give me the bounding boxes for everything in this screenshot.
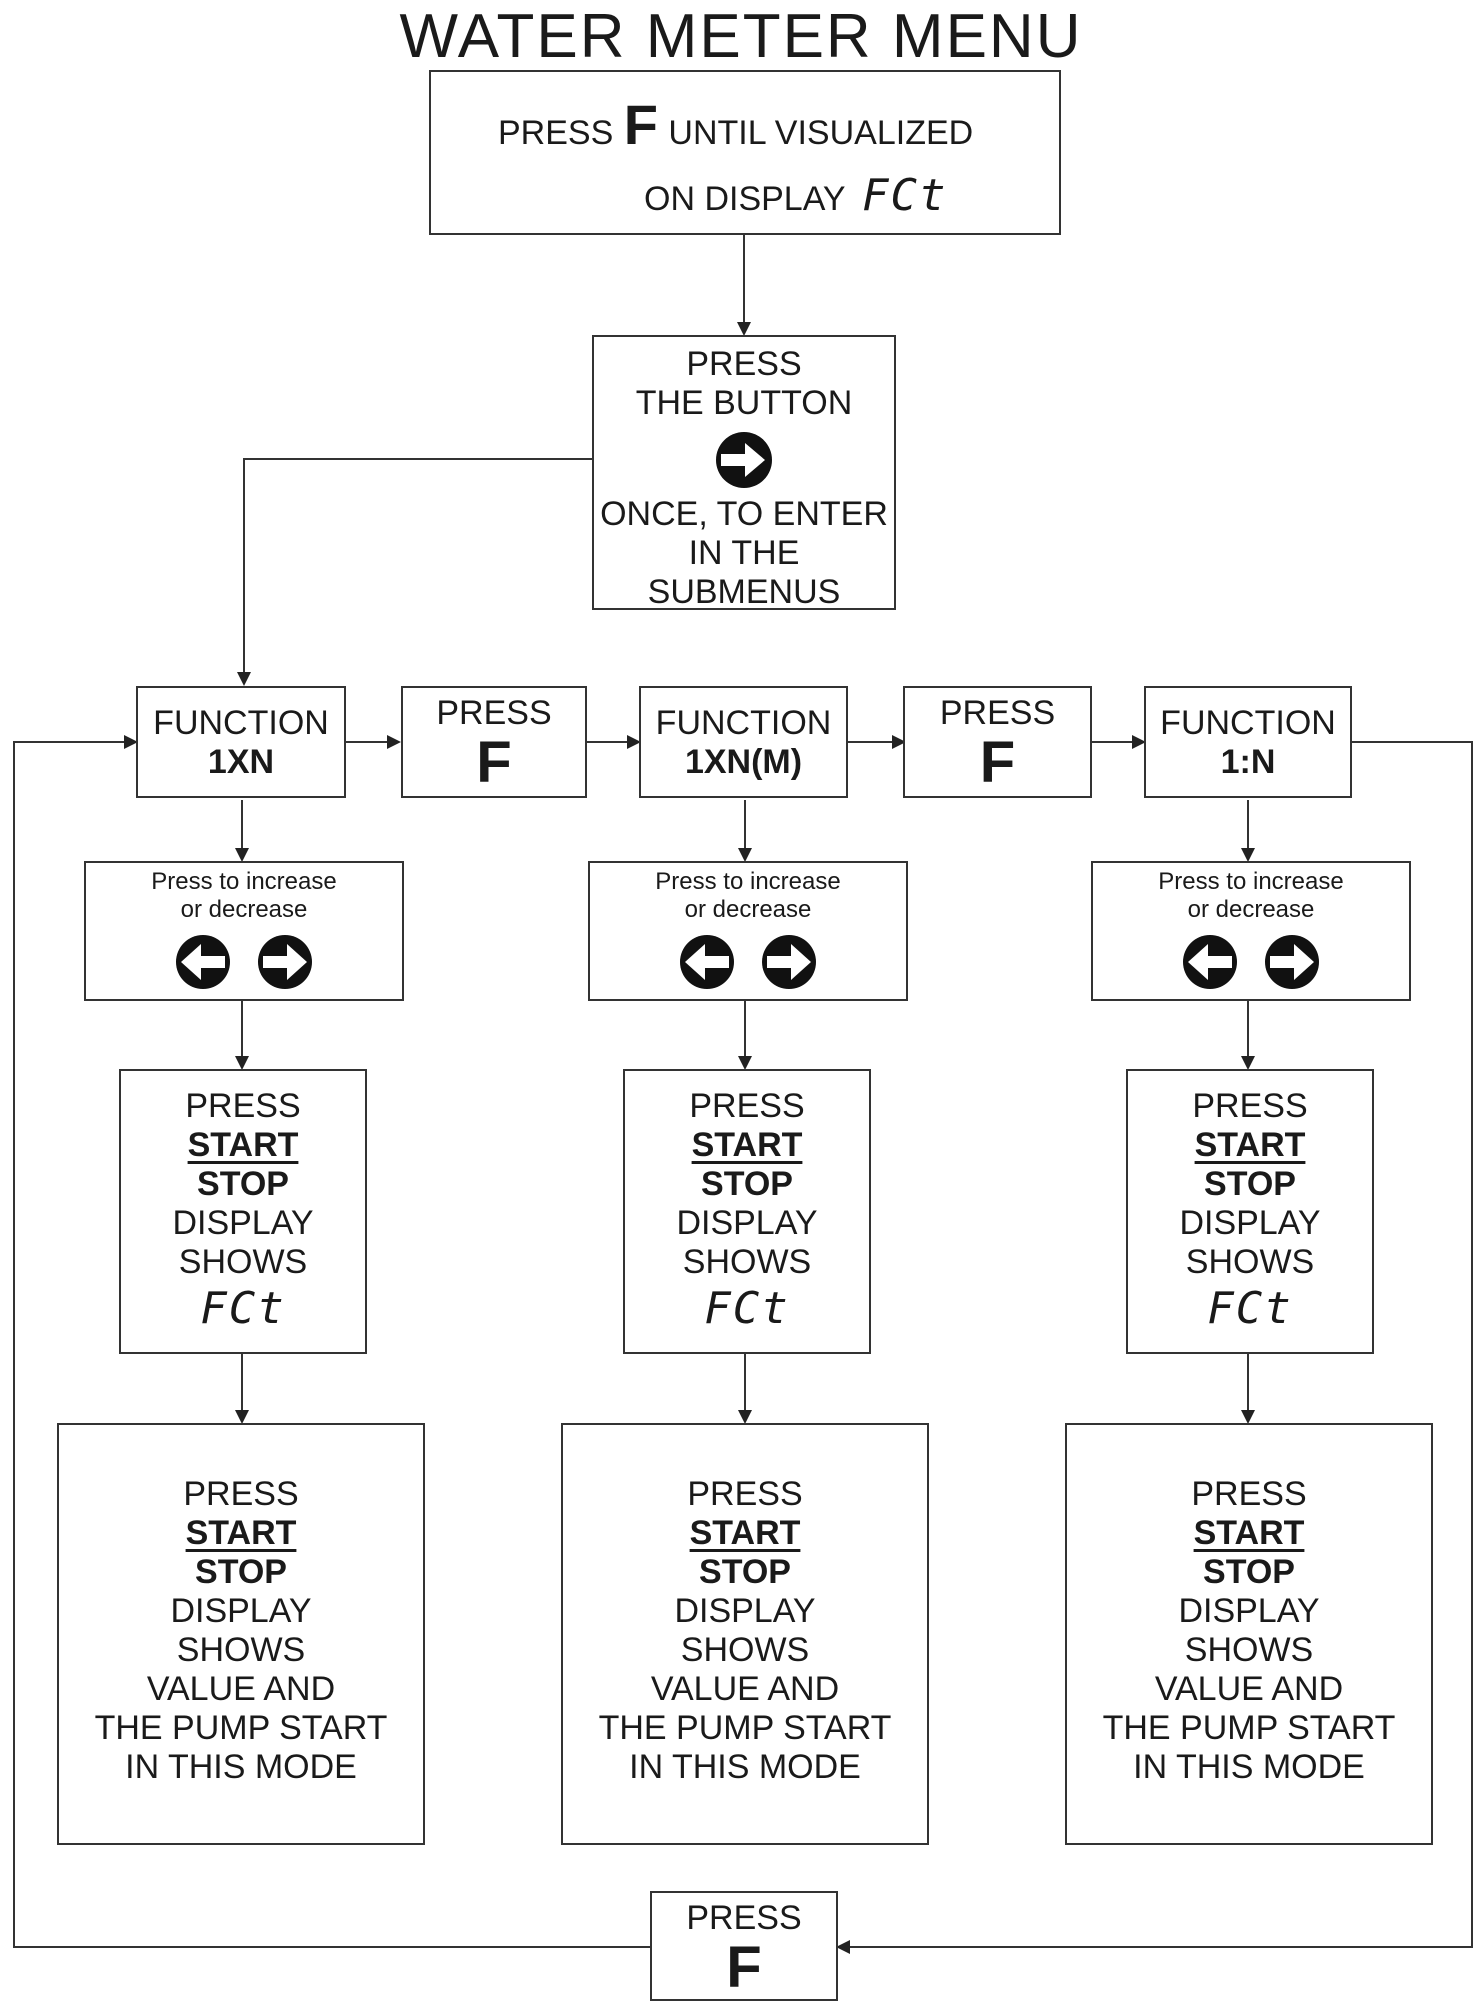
stop-label: STOP — [1204, 1165, 1296, 1203]
left-arrow-button-icon — [175, 934, 231, 995]
left-arrow-button-icon — [1182, 934, 1238, 995]
step-display: DISPLAY — [674, 1592, 816, 1630]
adjust-box-1xnm: Press to increase or decrease — [588, 861, 908, 1001]
intro-press-label: PRESS — [498, 114, 614, 152]
intro-display-code: FCt — [862, 170, 948, 221]
left-arrow-button-icon — [679, 934, 735, 995]
function-1xnm-box: FUNCTION 1XN(M) — [639, 686, 848, 798]
adjust-line-1: Press to increase — [655, 868, 841, 895]
arrow-loop-to-1xn — [13, 735, 650, 1948]
enter-line-4: IN THE SUBMENUS — [647, 534, 841, 611]
f-key: F — [726, 1935, 762, 2000]
arrow-1n-to-bottom-pressf — [836, 741, 1473, 1954]
start-label: START — [1194, 1126, 1306, 1164]
arrow-enter-to-1xn — [237, 458, 592, 686]
intro-box: PRESS F UNTIL VISUALIZED ON DISPLAY FCt — [429, 70, 1061, 235]
stop-label: STOP — [701, 1165, 793, 1203]
step-press: PRESS — [185, 1087, 301, 1125]
adjust-line-2: or decrease — [1187, 896, 1315, 923]
start-label: START — [187, 1126, 299, 1164]
pump-start-box-1xn: PRESS START STOP DISPLAY SHOWS VALUE AND… — [57, 1423, 425, 1845]
step-value: VALUE AND — [146, 1670, 336, 1708]
f-key: F — [476, 730, 512, 795]
enter-line-2: THE BUTTON — [635, 384, 853, 422]
step-shows: SHOWS — [680, 1631, 810, 1669]
function-title: FUNCTION — [1160, 704, 1336, 742]
step-mode: IN THIS MODE — [1133, 1748, 1365, 1786]
step-display: DISPLAY — [1179, 1204, 1321, 1242]
adjust-line-1: Press to increase — [1158, 868, 1344, 895]
function-mode: 1XN — [207, 743, 275, 781]
start-label: START — [1193, 1514, 1305, 1552]
intro-until-label: UNTIL VISUALIZED — [668, 114, 974, 152]
start-stop-box-1xnm: PRESS START STOP DISPLAY SHOWS FCt — [623, 1069, 871, 1354]
display-code: FCt — [200, 1283, 286, 1334]
display-code: FCt — [704, 1283, 790, 1334]
step-mode: IN THIS MODE — [125, 1748, 357, 1786]
function-title: FUNCTION — [153, 704, 329, 742]
display-code: FCt — [1207, 1283, 1293, 1334]
right-arrow-button-icon — [715, 431, 773, 489]
stop-label: STOP — [195, 1553, 287, 1591]
press-f-box-2: PRESS F — [903, 686, 1092, 798]
start-label: START — [691, 1126, 803, 1164]
press-f-box-1: PRESS F — [401, 686, 587, 798]
step-display: DISPLAY — [676, 1204, 818, 1242]
intro-key: F — [623, 93, 658, 156]
step-pump: THE PUMP START — [598, 1709, 892, 1747]
right-arrow-button-icon — [1264, 934, 1320, 995]
step-pump: THE PUMP START — [1102, 1709, 1396, 1747]
step-press: PRESS — [689, 1087, 805, 1125]
enter-line-3: ONCE, TO ENTER — [600, 495, 888, 533]
stop-label: STOP — [197, 1165, 289, 1203]
right-arrow-button-icon — [257, 934, 313, 995]
adjust-line-2: or decrease — [180, 896, 308, 923]
step-press: PRESS — [183, 1475, 299, 1513]
adjust-box-1xn: Press to increase or decrease — [84, 861, 404, 1001]
stop-label: STOP — [699, 1553, 791, 1591]
adjust-line-2: or decrease — [684, 896, 812, 923]
stop-label: STOP — [1203, 1553, 1295, 1591]
enter-submenu-box: PRESS THE BUTTON ONCE, TO ENTER IN THE S… — [592, 335, 896, 611]
step-mode: IN THIS MODE — [629, 1748, 861, 1786]
function-mode: 1XN(M) — [684, 743, 803, 781]
step-display: DISPLAY — [170, 1592, 312, 1630]
right-arrow-button-icon — [761, 934, 817, 995]
enter-line-1: PRESS — [686, 345, 802, 383]
step-shows: SHOWS — [682, 1243, 812, 1281]
intro-display-label: ON DISPLAY — [644, 180, 846, 218]
pump-start-box-1xnm: PRESS START STOP DISPLAY SHOWS VALUE AND… — [561, 1423, 929, 1845]
start-stop-box-1n: PRESS START STOP DISPLAY SHOWS FCt — [1126, 1069, 1374, 1354]
step-pump: THE PUMP START — [94, 1709, 388, 1747]
pump-start-box-1n: PRESS START STOP DISPLAY SHOWS VALUE AND… — [1065, 1423, 1433, 1845]
step-shows: SHOWS — [1185, 1243, 1315, 1281]
step-shows: SHOWS — [176, 1631, 306, 1669]
press-label: PRESS — [436, 694, 552, 732]
start-label: START — [185, 1514, 297, 1552]
adjust-line-1: Press to increase — [151, 868, 337, 895]
start-stop-box-1xn: PRESS START STOP DISPLAY SHOWS FCt — [119, 1069, 367, 1354]
step-value: VALUE AND — [650, 1670, 840, 1708]
adjust-box-1n: Press to increase or decrease — [1091, 861, 1411, 1001]
f-key: F — [979, 730, 1016, 795]
press-label: PRESS — [939, 694, 1056, 732]
step-display: DISPLAY — [1178, 1592, 1320, 1630]
function-1xn-box: FUNCTION 1XN — [136, 686, 346, 798]
start-label: START — [689, 1514, 801, 1552]
step-display: DISPLAY — [172, 1204, 314, 1242]
step-value: VALUE AND — [1154, 1670, 1344, 1708]
step-press: PRESS — [1191, 1475, 1307, 1513]
function-mode: 1:N — [1220, 743, 1276, 781]
step-press: PRESS — [1192, 1087, 1308, 1125]
step-shows: SHOWS — [1184, 1631, 1314, 1669]
press-label: PRESS — [686, 1899, 802, 1937]
function-title: FUNCTION — [655, 704, 832, 742]
function-1n-box: FUNCTION 1:N — [1144, 686, 1352, 798]
step-press: PRESS — [687, 1475, 803, 1513]
press-f-box-bottom: PRESS F — [650, 1891, 838, 2001]
page-title: WATER METER MENU — [399, 2, 1083, 71]
step-shows: SHOWS — [178, 1243, 308, 1281]
